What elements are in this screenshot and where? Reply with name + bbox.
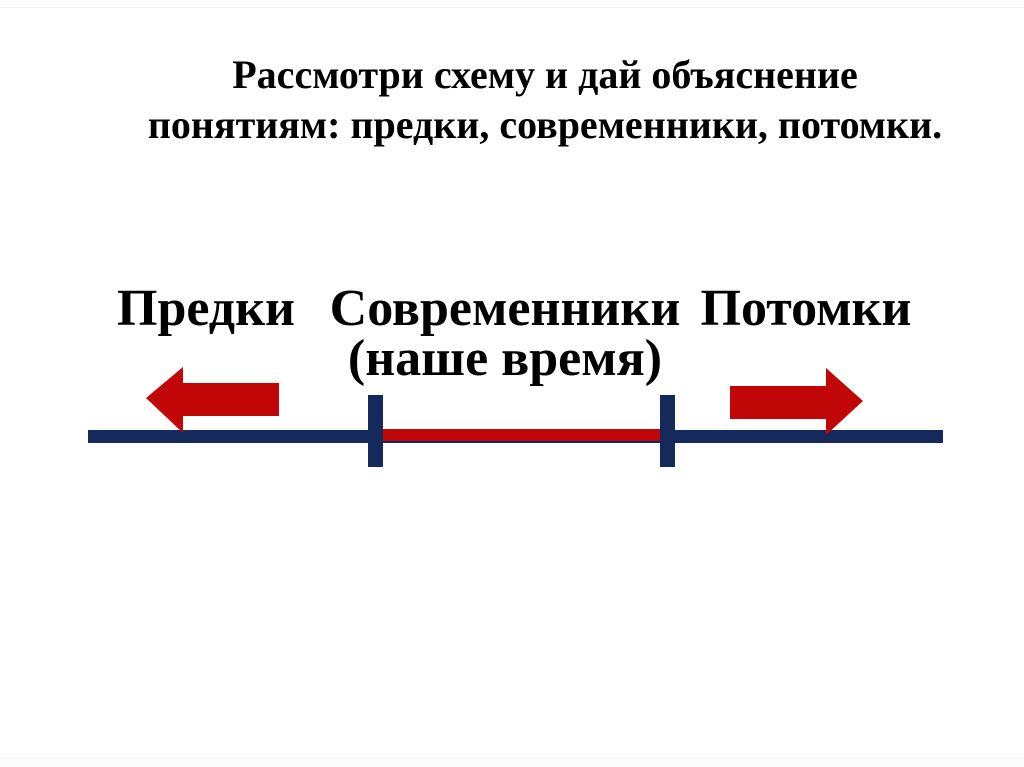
present-time-segment [383, 429, 660, 441]
left-arrow-icon [146, 367, 279, 433]
label-contemporaries-main: Современники [329, 280, 681, 337]
slide-title-line1: Рассмотри схему и дай объяснение [232, 52, 858, 97]
top-edge-divider [0, 0, 1024, 8]
timeline-tick-right [660, 395, 675, 467]
label-contemporaries: Современники (наше время) [329, 280, 681, 387]
right-arrow-icon [730, 368, 863, 435]
bottom-edge-divider [0, 757, 1024, 767]
label-ancestors: Предки [117, 280, 295, 337]
slide-title-line2: понятиям: предки, современники, потомки. [147, 102, 943, 147]
label-contemporaries-sub: (наше время) [347, 330, 663, 387]
timeline-tick-left [368, 395, 383, 467]
label-descendants: Потомки [700, 280, 912, 337]
slide-title: Рассмотри схему и дай объяснение понятия… [95, 50, 995, 150]
